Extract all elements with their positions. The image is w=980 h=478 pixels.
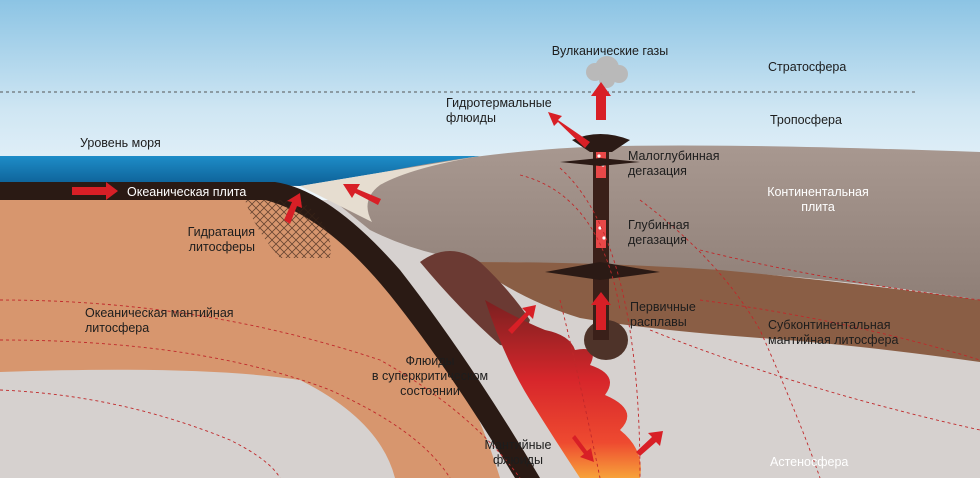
coastal-wedge	[300, 156, 480, 222]
label-hydrothermal-fluids: Гидротермальные флюиды	[446, 96, 552, 125]
coast-arrow	[343, 184, 381, 205]
label-deep-degassing: Глубинная дегазация	[628, 218, 690, 247]
fluid-paths	[0, 167, 980, 478]
asthenosphere-arrow	[636, 431, 663, 456]
shallow-degassing-flare	[560, 158, 640, 166]
arrows	[72, 82, 663, 462]
oceanic-plate	[0, 182, 540, 478]
volcanic-gases-arrow	[591, 82, 611, 120]
label-troposphere: Тропосфера	[770, 113, 842, 127]
label-sea-level: Уровень моря	[80, 136, 161, 150]
eruption-smoke	[586, 56, 628, 88]
slab-arrow	[508, 305, 536, 334]
label-oceanic-mantle-lithosphere: Океаническая мантийная литосфера	[85, 306, 234, 335]
hydration-arrow	[284, 193, 302, 224]
label-oceanic-plate: Океаническая плита	[127, 185, 247, 199]
volcano	[572, 134, 630, 152]
ocean	[0, 156, 480, 186]
magma-plume	[485, 300, 641, 478]
hydrothermal-arrow	[548, 112, 590, 148]
label-asthenosphere: Астеносфера	[770, 455, 849, 469]
label-volcanic-gases: Вулканические газы	[551, 44, 669, 58]
label-shallow-degassing: Малоглубинная дегазация	[628, 149, 720, 178]
oceanic-plate-arrow	[72, 182, 118, 200]
label-lithosphere-hydration: Гидратация литосферы	[187, 225, 255, 254]
mantle-fluids-arrow	[572, 435, 594, 462]
hydration-zone	[245, 200, 331, 258]
deep-arrow	[591, 292, 611, 330]
label-stratosphere: Стратосфера	[768, 60, 847, 74]
label-subcontinental-mantle-lithosphere: Субконтинентальная мантийная литосфера	[768, 318, 899, 347]
label-supercritical-fluids: Флюиды в суперкритическом состоянии	[371, 354, 489, 398]
continental-crust	[318, 145, 980, 300]
label-continental-plate: Континентальная плита	[767, 185, 869, 214]
deep-degassing-flare	[545, 262, 660, 280]
label-mantle-fluids: Мантийные флюиды	[484, 438, 552, 467]
label-primary-melts: Первичные расплавы	[630, 300, 696, 329]
